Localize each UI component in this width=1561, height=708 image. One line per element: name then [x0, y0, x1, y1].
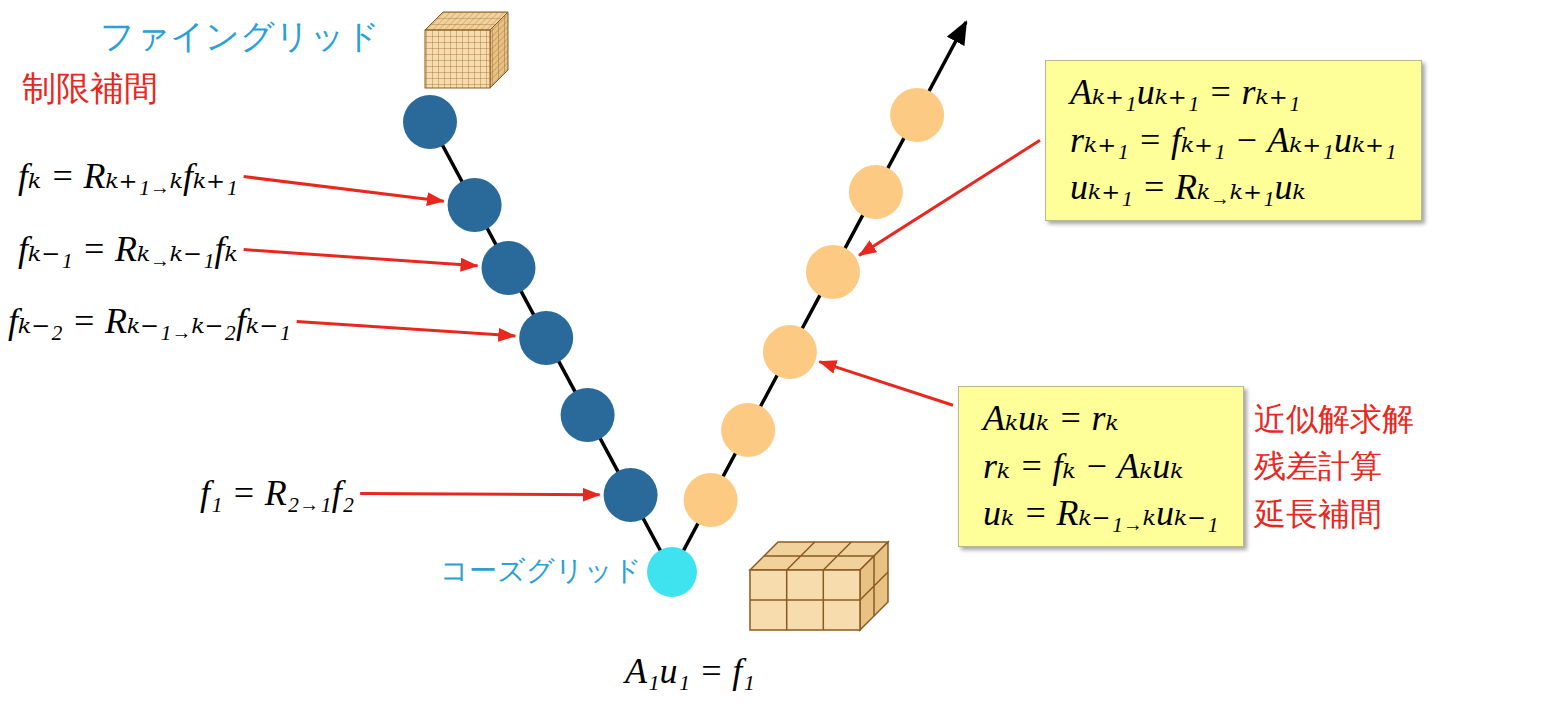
equation-line: uₖ = Rₖ₋₁→ₖuₖ₋₁	[983, 490, 1219, 538]
equation-box: Aₖuₖ = rₖrₖ = fₖ − Aₖuₖuₖ = Rₖ₋₁→ₖuₖ₋₁	[958, 386, 1244, 547]
equation-line: Aₖ₊₁uₖ₊₁ = rₖ₊₁	[1070, 69, 1397, 117]
text-run: fₖ₋₁ = Rₖ	[18, 229, 150, 269]
equation-line: Aₖuₖ = rₖ	[983, 395, 1219, 443]
step-label: 近似解求解	[1254, 400, 1414, 438]
fine-grid-cube	[425, 12, 508, 88]
text-run: Aₖ₊₁uₖ₊₁ = rₖ₊₁	[1070, 72, 1300, 112]
leader-arrow	[360, 494, 599, 495]
subscript-arrow: →	[150, 249, 170, 271]
v-cycle-path	[430, 22, 966, 572]
subscript-arrow: →	[172, 321, 192, 343]
prolongation-circles	[684, 88, 945, 527]
grid-label: ファイングリッド	[100, 16, 380, 57]
subscript-arrow: →	[1210, 187, 1230, 209]
subscript-arrow: →	[299, 493, 319, 515]
text-run: ₁f₂	[319, 473, 354, 513]
text-run: fₖ = Rₖ₊₁	[18, 156, 150, 196]
coarse-grid-cube	[750, 542, 888, 630]
subscript-arrow: →	[1123, 513, 1143, 535]
text-run: コーズグリッド	[440, 554, 642, 587]
leader-arrow	[244, 250, 478, 266]
text-run: 制限補間	[22, 68, 158, 108]
step-label: 延長補間	[1254, 495, 1382, 533]
leader-arrow	[297, 322, 516, 336]
subscript-arrow: →	[150, 176, 170, 198]
fine-level-circles	[403, 95, 658, 522]
text-run: rₖ₊₁ = fₖ₊₁ − Aₖ₊₁uₖ₊₁	[1070, 120, 1397, 160]
text-run: ₖ₊₁uₖ	[1230, 167, 1306, 207]
text-run: ₖ₋₁fₖ	[170, 229, 238, 269]
text-run: uₖ = Rₖ₋₁	[983, 493, 1123, 533]
coarse-equation: A₁u₁ = f₁	[625, 650, 755, 693]
text-run: ₖ₋₂fₖ₋₁	[191, 301, 290, 341]
leader-arrow	[244, 177, 444, 202]
text-run: 近似解求解	[1254, 400, 1414, 438]
equation-line: rₖ₊₁ = fₖ₊₁ − Aₖ₊₁uₖ₊₁	[1070, 117, 1397, 165]
grid-label: コーズグリッド	[440, 554, 642, 588]
text-run: fₖ₋₂ = Rₖ₋₁	[8, 301, 172, 341]
equation-box: Aₖ₊₁uₖ₊₁ = rₖ₊₁rₖ₊₁ = fₖ₊₁ − Aₖ₊₁uₖ₊₁uₖ₊…	[1045, 60, 1422, 221]
text-run: ₖfₖ₊₁	[170, 156, 238, 196]
text-run: rₖ = fₖ − Aₖuₖ	[983, 446, 1183, 486]
restriction-equation: fₖ = Rₖ₊₁→ₖfₖ₊₁	[18, 155, 238, 198]
leader-arrow	[819, 362, 953, 406]
coarse-level-circle	[647, 547, 697, 597]
text-run: f₁ = R₂	[200, 473, 299, 513]
restriction-equation: f₁ = R₂→₁f₂	[200, 472, 354, 515]
text-run: 延長補間	[1254, 495, 1382, 533]
text-run: ファイングリッド	[100, 16, 380, 56]
text-run: 残差計算	[1254, 447, 1382, 485]
step-label: 残差計算	[1254, 447, 1382, 485]
operation-label: 制限補間	[22, 68, 158, 109]
restriction-equation: fₖ₋₂ = Rₖ₋₁→ₖ₋₂fₖ₋₁	[8, 300, 291, 343]
equation-line: rₖ = fₖ − Aₖuₖ	[983, 443, 1219, 491]
leader-arrow	[859, 140, 1040, 255]
restriction-equation: fₖ₋₁ = Rₖ→ₖ₋₁fₖ	[18, 228, 238, 271]
text-run: uₖ₊₁ = Rₖ	[1070, 167, 1210, 207]
equation-line: uₖ₊₁ = Rₖ→ₖ₊₁uₖ	[1070, 164, 1397, 212]
text-run: ₖuₖ₋₁	[1143, 493, 1219, 533]
text-run: Aₖuₖ = rₖ	[983, 398, 1119, 438]
text-run: A₁u₁ = f₁	[625, 651, 755, 691]
